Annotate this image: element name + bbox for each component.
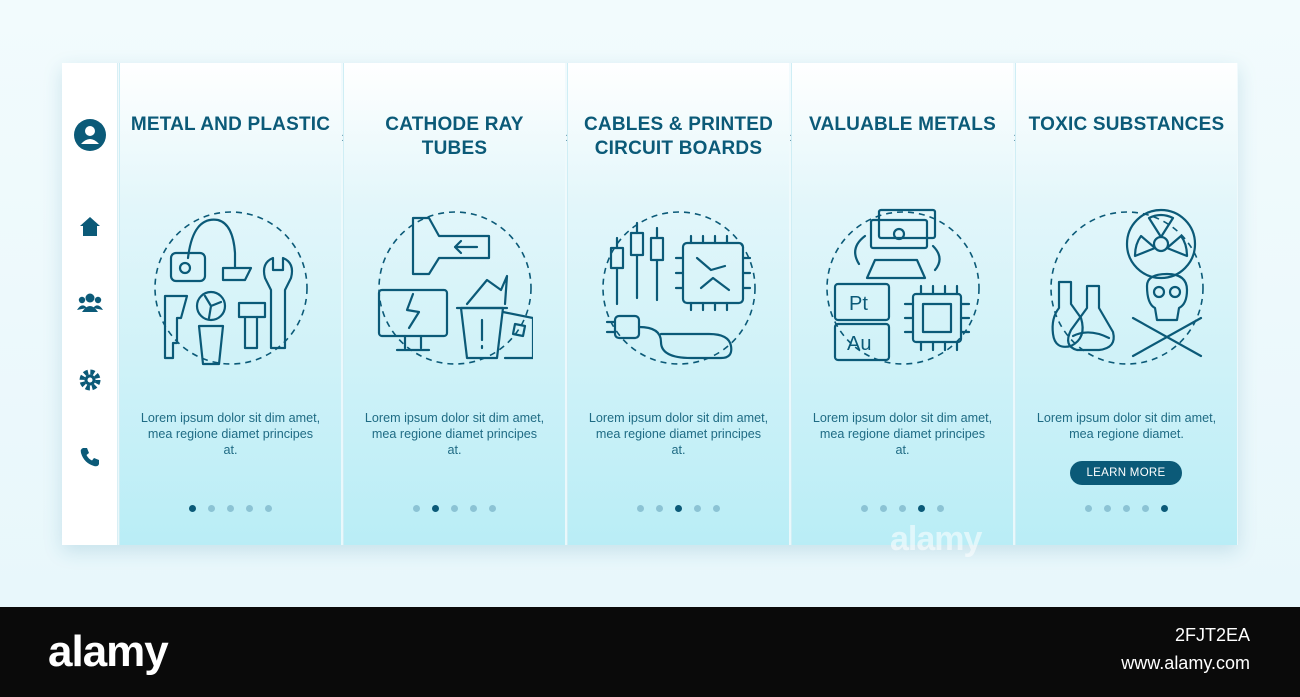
user-icon[interactable] xyxy=(73,118,107,152)
panel-title: VALUABLE METALS xyxy=(808,114,996,135)
page-dot[interactable] xyxy=(713,505,720,512)
panel-description: Lorem ipsum dolor sit dim amet, mea regi… xyxy=(588,411,769,457)
page-dot[interactable] xyxy=(208,505,215,512)
page-dot[interactable] xyxy=(1123,505,1130,512)
phone-icon[interactable] xyxy=(73,440,107,474)
platinum-symbol: Pt xyxy=(849,293,868,315)
panel-title: TOXIC SUBSTANCES xyxy=(1028,114,1225,135)
pagination-dots xyxy=(344,505,565,512)
panel-description: Lorem ipsum dolor sit dim amet, mea regi… xyxy=(1036,411,1217,441)
page-dot[interactable] xyxy=(470,505,477,512)
toxic-skull-icon xyxy=(1050,208,1204,365)
page-dot[interactable] xyxy=(675,505,682,512)
image-id: 2FJT2EA xyxy=(1174,625,1250,645)
cables-circuit-icon xyxy=(602,211,756,365)
page-dot[interactable] xyxy=(451,505,458,512)
page-dot[interactable] xyxy=(937,505,944,512)
home-icon[interactable] xyxy=(73,209,107,243)
panel-toxic-substances: TOXIC SUBSTANCES Lorem ipsum dolor sit d… xyxy=(1015,63,1237,545)
page-dot[interactable] xyxy=(637,505,644,512)
page-dot[interactable] xyxy=(694,505,701,512)
page-dot[interactable] xyxy=(413,505,420,512)
page-dot[interactable] xyxy=(918,505,925,512)
panel-metal-plastic: METAL AND PLASTIC Lorem ipsum dolor sit … xyxy=(119,63,341,545)
panel-cathode-ray: CATHODE RAY TUBES Lorem ipsum dolor sit … xyxy=(343,63,565,545)
page-dot[interactable] xyxy=(880,505,887,512)
group-icon[interactable] xyxy=(73,285,107,319)
vacuum-wrench-icon xyxy=(154,211,308,366)
pagination-dots xyxy=(568,505,789,512)
onboarding-frame: METAL AND PLASTIC Lorem ipsum dolor sit … xyxy=(62,63,1238,545)
panel-description: Lorem ipsum dolor sit dim amet, mea regi… xyxy=(364,411,545,457)
brand-logo: alamy xyxy=(48,627,169,676)
sidebar xyxy=(62,63,118,545)
page-dot[interactable] xyxy=(656,505,663,512)
page-dot[interactable] xyxy=(1104,505,1111,512)
precious-metals-icon: Pt Au xyxy=(826,208,980,365)
panel-description: Lorem ipsum dolor sit dim amet, mea regi… xyxy=(812,411,993,457)
panel-title: CATHODE RAY TUBES xyxy=(385,114,524,159)
page-dot[interactable] xyxy=(899,505,906,512)
pagination-dots xyxy=(120,505,341,512)
page-dot[interactable] xyxy=(265,505,272,512)
gold-symbol: Au xyxy=(847,333,871,355)
pagination-dots xyxy=(792,505,1013,512)
onboarding-stage: METAL AND PLASTIC Lorem ipsum dolor sit … xyxy=(0,0,1300,607)
panel-title: METAL AND PLASTIC xyxy=(130,114,331,135)
panel-description: Lorem ipsum dolor sit dim amet, mea regi… xyxy=(140,411,321,457)
learn-more-button[interactable]: LEARN MORE xyxy=(1070,461,1182,485)
footer-bar: alamy 2FJT2EA www.alamy.com xyxy=(0,607,1300,697)
panel-cables-pcb: CABLES & PRINTED CIRCUIT BOARDS Lorem ip… xyxy=(567,63,789,545)
panel-valuable-metals: VALUABLE METALS Pt Au Lorem ipsum dolor … xyxy=(791,63,1013,545)
page-dot[interactable] xyxy=(227,505,234,512)
page-dot[interactable] xyxy=(1161,505,1168,512)
crt-monitor-icon xyxy=(377,211,533,365)
page-dot[interactable] xyxy=(1142,505,1149,512)
page-dot[interactable] xyxy=(489,505,496,512)
pagination-dots xyxy=(1016,505,1237,512)
watermark: alamy xyxy=(890,520,982,558)
gear-icon[interactable] xyxy=(73,363,107,397)
page-dot[interactable] xyxy=(861,505,868,512)
panel-title: CABLES & PRINTED CIRCUIT BOARDS xyxy=(584,114,773,159)
page-dot[interactable] xyxy=(432,505,439,512)
site-url: www.alamy.com xyxy=(1121,653,1250,673)
page-dot[interactable] xyxy=(246,505,253,512)
page-dot[interactable] xyxy=(1085,505,1092,512)
page-dot[interactable] xyxy=(189,505,196,512)
